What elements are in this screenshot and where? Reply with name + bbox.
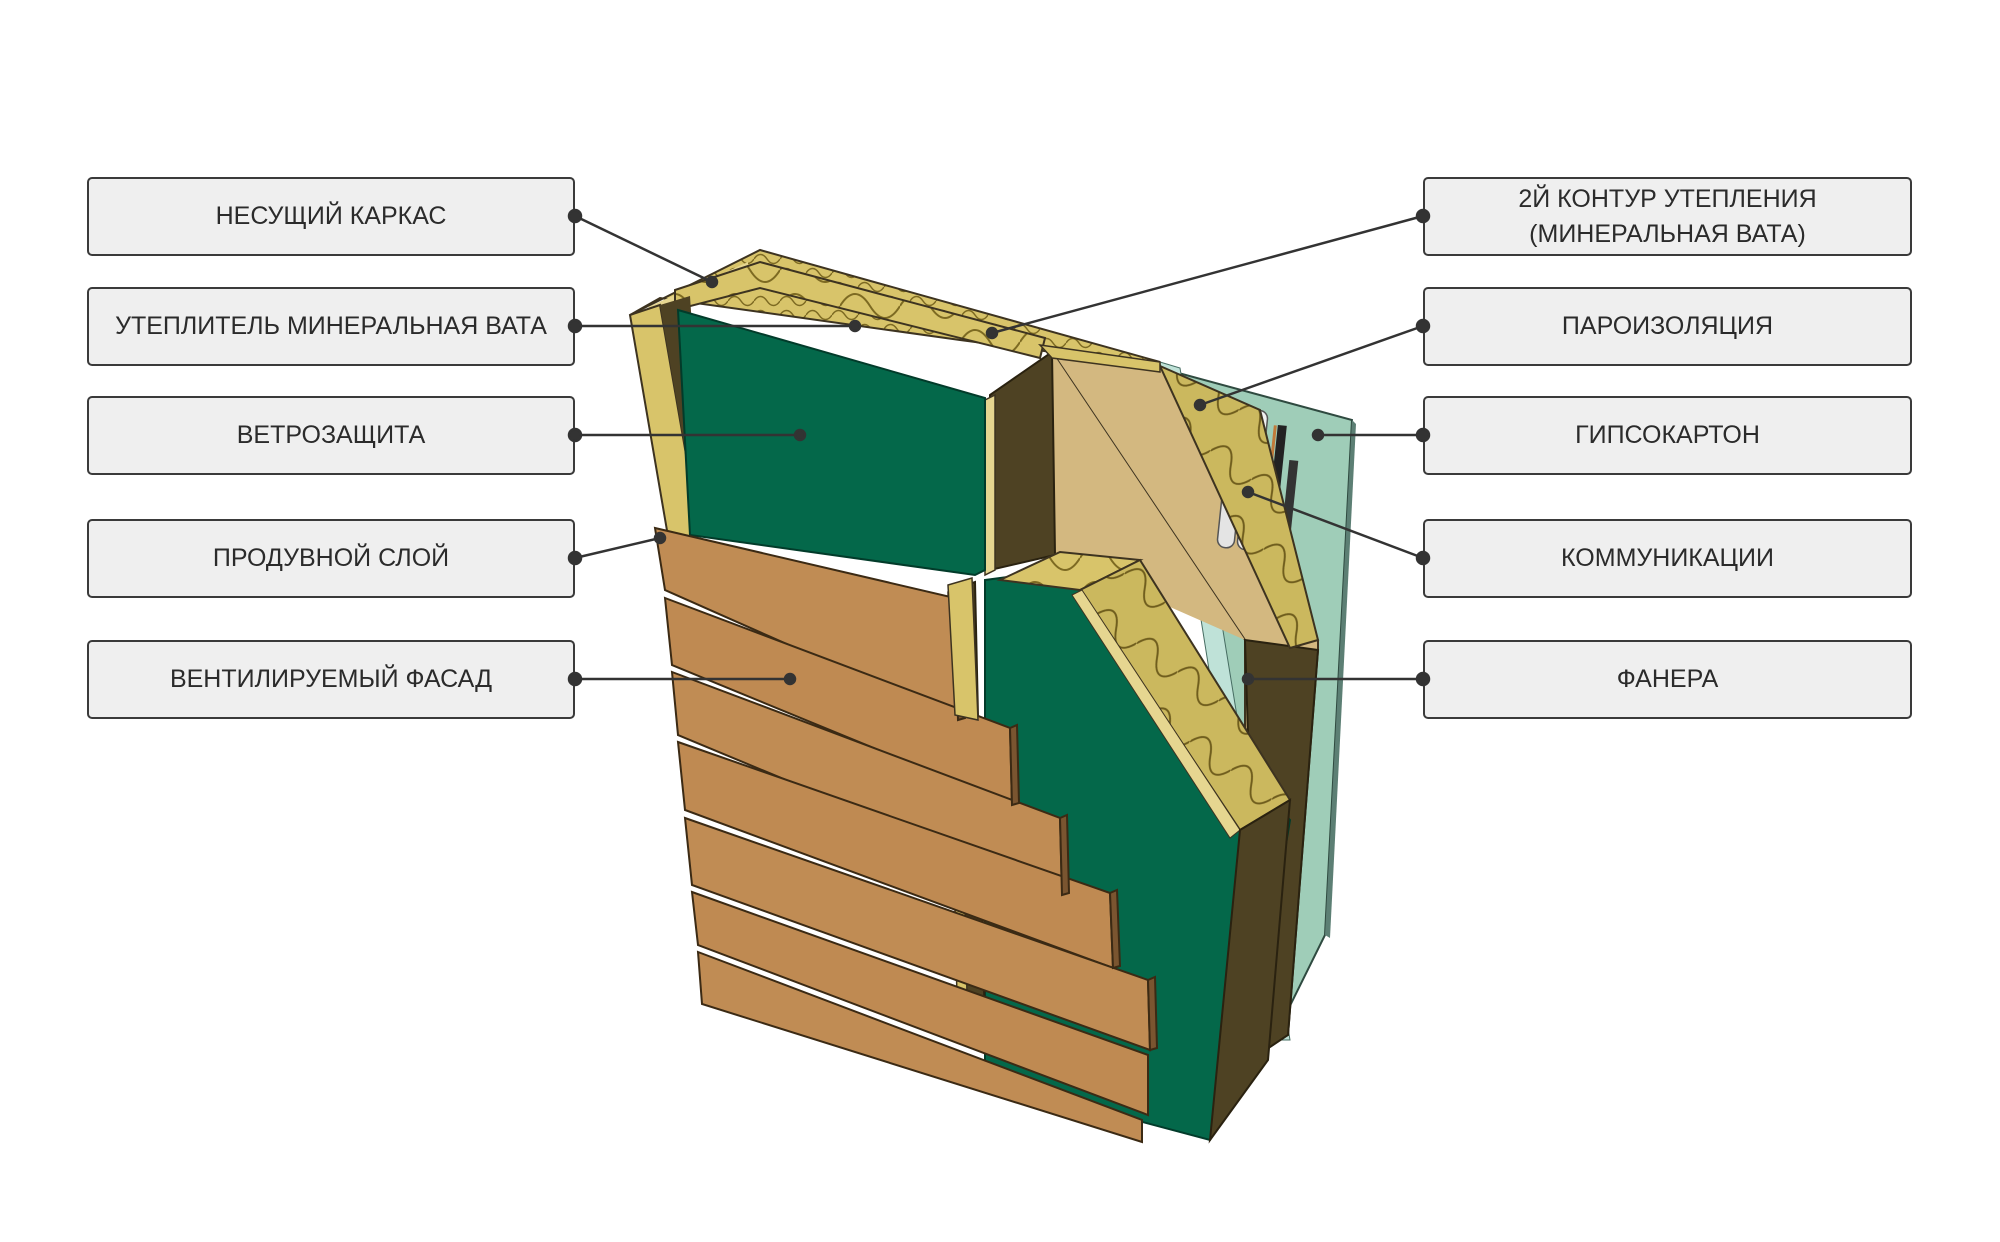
label-bearing-frame: НЕСУЩИЙ КАРКАС: [87, 177, 575, 256]
label-drywall: ГИПСОКАРТОН: [1423, 396, 1912, 475]
frame-front-post: [947, 577, 979, 721]
label-utilities: КОММУНИКАЦИИ: [1423, 519, 1912, 598]
wind-barrier-upper: [676, 308, 986, 577]
siding-boards: [653, 526, 1159, 1144]
label-plywood: ФАНЕРА: [1423, 640, 1912, 719]
label-ventilation-gap: ПРОДУВНОЙ СЛОЙ: [87, 519, 575, 598]
frame-middle-post: [984, 343, 1161, 577]
label-wind-barrier: ВЕТРОЗАЩИТА: [87, 396, 575, 475]
label-second-insulation-layer: 2Й КОНТУР УТЕПЛЕНИЯ (МИНЕРАЛЬНАЯ ВАТА): [1423, 177, 1912, 256]
lower-insulation-block: [996, 550, 1292, 1144]
label-vapor-barrier: ПАРОИЗОЛЯЦИЯ: [1423, 287, 1912, 366]
leader-lines: [567, 208, 1431, 687]
